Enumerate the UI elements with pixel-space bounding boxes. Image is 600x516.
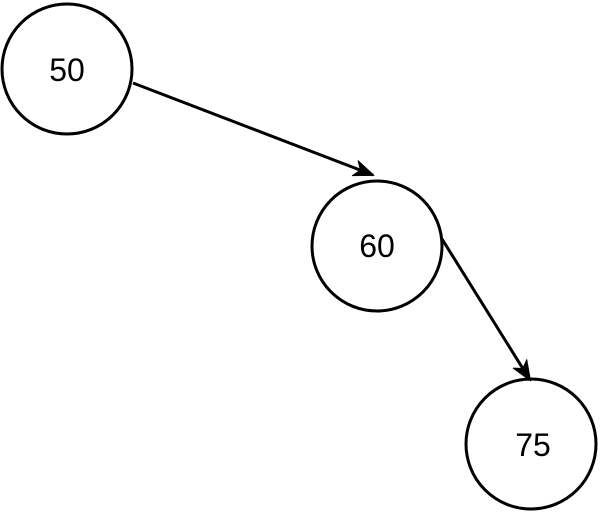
node-50-circle [0, 2, 134, 136]
node-60-label: 60 [359, 228, 395, 264]
node-60-circle [310, 179, 444, 313]
tree-node-50 [0, 2, 134, 136]
node-75-label: 75 [515, 427, 551, 463]
tree-node-60 [310, 179, 444, 313]
edge-60-to-75-arrow [440, 238, 532, 382]
node-50-label: 50 [49, 52, 85, 88]
edge-50-to-60-arrow [132, 81, 375, 177]
